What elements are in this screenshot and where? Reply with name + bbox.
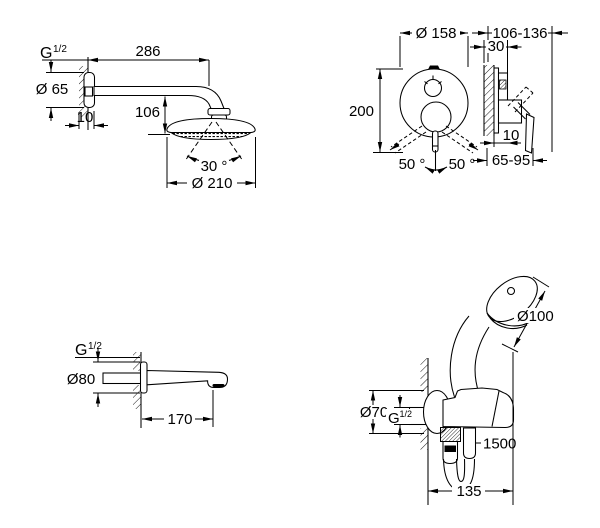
plate-depth-dimension: 30 xyxy=(488,38,505,55)
depth-label-bg xyxy=(492,26,548,40)
thread-size-fraction: 1/2 xyxy=(53,44,67,55)
mixer-body-side xyxy=(497,99,523,124)
spout-aerator xyxy=(212,384,225,387)
swing-left-arrow xyxy=(389,142,400,151)
holder-thread-label: G xyxy=(388,410,400,427)
handle-inner-edge xyxy=(474,326,490,396)
thread-size-label: G xyxy=(40,45,52,62)
spray-angle-dimension: 30 ° xyxy=(201,158,228,175)
swing-right-arrow xyxy=(468,142,479,151)
knob-tick-right xyxy=(438,81,442,85)
plate-diameter-dimension: Ø 158 xyxy=(416,25,457,42)
head-shower-diagram: G 1/2 286 Ø 65 10 106 30 ° Ø 210 xyxy=(36,43,256,192)
plate-height-dimension: 200 xyxy=(349,103,374,120)
rough-in-depth-dimension: 106-136 xyxy=(492,25,547,42)
bracket-projection-dimension: 135 xyxy=(456,483,481,500)
lever-hub xyxy=(420,101,452,133)
mixer-plate-side xyxy=(493,67,500,134)
clearance-label-bg xyxy=(492,154,530,167)
holder-flange-label-bg xyxy=(360,405,388,419)
head-dia-ext-top xyxy=(532,276,550,288)
spout-proj-label-bg xyxy=(164,412,195,426)
arm-reach-dimension: 286 xyxy=(135,43,160,60)
lever-swing-right-edge2 xyxy=(441,131,474,154)
holder-wall-hatch-bottom xyxy=(420,428,428,450)
flange-diameter-dimension: Ø 65 xyxy=(36,81,69,98)
shower-head-outline xyxy=(166,117,256,134)
mixer-wall-hatching xyxy=(484,65,494,136)
holder-thread-fraction: 1/2 xyxy=(400,409,413,419)
bath-spout-diagram: G 1/2 Ø80 170 xyxy=(67,341,229,428)
head-dia-label-bg xyxy=(187,176,237,190)
connector-slot xyxy=(444,445,456,452)
hose-end-tube xyxy=(462,427,477,460)
holder-body-detail xyxy=(491,390,500,427)
holder-flange-dimension: Ø70 xyxy=(360,404,388,421)
wall-offset-dimension: 10 xyxy=(503,127,520,144)
hand-head-diameter-dimension: Ø100 xyxy=(517,308,554,325)
swing-left-dimension: 50 ° xyxy=(399,156,426,173)
spout-projection-dimension: 170 xyxy=(167,411,192,428)
spout-flange xyxy=(139,361,148,394)
knob-tick-left xyxy=(424,81,428,85)
lever-arm-edge2 xyxy=(513,106,526,120)
holder-thread-label-bg xyxy=(386,409,411,424)
plate-dia-label-bg xyxy=(412,26,460,40)
head-diameter-dimension: Ø 210 xyxy=(192,175,233,192)
flange-depth-dimension: 10 xyxy=(77,109,94,126)
lever-arm-edge1 xyxy=(517,102,531,115)
spout-inlet-pipe xyxy=(102,372,142,385)
hose-loop-inner xyxy=(455,458,466,483)
spray-face xyxy=(169,132,253,140)
diverter-knob xyxy=(423,78,443,98)
swivel-arc xyxy=(424,166,448,174)
mixer-valve-diagram: 50 ° 50 ° Ø 158 200 106-136 xyxy=(349,25,568,174)
handle-clearance-dimension: 65-95 xyxy=(492,152,530,169)
spray-angle-label-bg xyxy=(199,160,229,173)
spout-thread-fraction: 1/2 xyxy=(88,341,102,352)
swing-right-dimension: 50 ° xyxy=(449,156,476,173)
lever-swing-left-edge2 xyxy=(394,131,427,154)
hose-length-dimension: 1500 xyxy=(483,436,516,453)
lever-grip-side xyxy=(524,113,535,154)
plate-depth-label-bg xyxy=(486,40,506,53)
rough-in-detail xyxy=(499,79,507,90)
alt-lever-edge1 xyxy=(507,86,527,107)
spout-wall-hatch-bottom xyxy=(133,385,141,409)
alt-lever-end xyxy=(525,86,534,94)
spout-flange-dimension: Ø80 xyxy=(67,371,95,388)
bracket-proj-label-bg xyxy=(452,484,485,498)
lever-grip-front xyxy=(431,130,439,153)
arm-connector-upper xyxy=(207,107,231,116)
knurled-nut xyxy=(440,427,461,442)
holder-wall-hatch-top xyxy=(420,358,428,392)
alt-lever-edge2 xyxy=(514,92,534,113)
hand-shower-diagram: Ø100 Ø70 G 1/2 1500 135 xyxy=(360,275,556,505)
thread-nipple xyxy=(84,86,94,97)
brand-mark xyxy=(428,65,440,70)
head-dia-label-bg-hs xyxy=(514,308,556,323)
head-drop-dimension: 106 xyxy=(135,104,160,121)
head-dia-ext-bottom xyxy=(501,343,519,353)
outlet-connector xyxy=(442,440,459,465)
spout-thread-label: G xyxy=(75,342,87,359)
handle-outer-edge xyxy=(449,315,470,398)
